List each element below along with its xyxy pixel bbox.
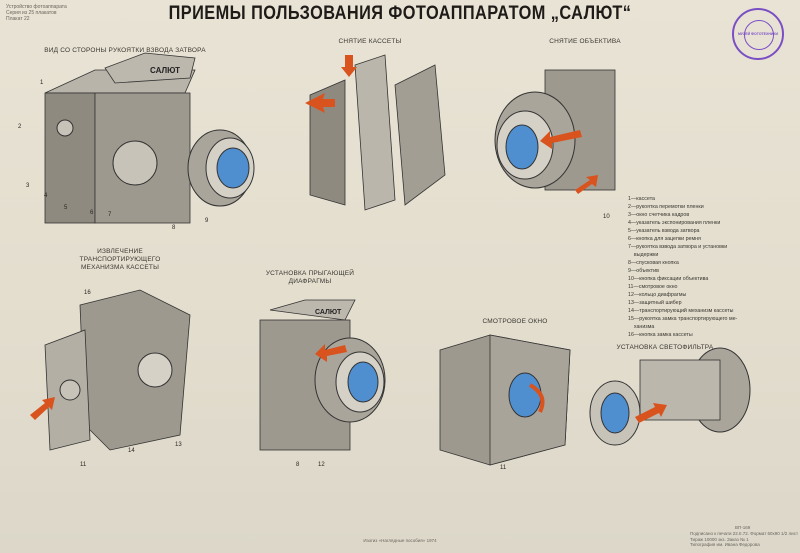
lens-removal-illustration [494,69,616,194]
museum-stamp: МУЗЕЙ ФОТОТЕХНИКИ [732,8,784,60]
callout-number: 13 [175,442,182,448]
legend-item: 2—рукоятка перемотки пленки [628,204,704,210]
legend-item: выдержки [628,252,659,258]
legend-item: 3—окно счетчика кадров [628,212,690,218]
legend-item: 12—кольцо диафрагмы [628,292,687,298]
series-line: Плакат 22 [6,16,30,22]
poster-title: ПРИЕМЫ ПОЛЬЗОВАНИЯ ФОТОАППАРАТОМ „САЛЮТ“ [168,3,632,24]
callout-number: 4 [44,193,48,199]
caption-view: ВИД СО СТОРОНЫ РУКОЯТКИ ВЗВОДА ЗАТВОРА [44,47,206,54]
callout-number: 10 [603,214,610,220]
imprint-line: Тираж 10000 экз. Заказ № 1 [690,536,749,542]
callout-number: 14 [128,448,135,454]
callout-number: 8 [172,225,176,231]
legend-item: 6—кнопка для зацепки ремня [628,236,701,242]
caption-filter: УСТАНОВКА СВЕТОФИЛЬТРА [616,344,714,351]
caption-jumping-diaphragm: УСТАНОВКА ПРЫГАЮЩЕЙ ДИАФРАГМЫ [265,270,355,285]
legend-item: 4—указатель экспонирования пленки [628,220,721,226]
brand-plate: САЛЮТ [315,309,342,316]
diaphragm-setup-illustration: САЛЮТ [259,299,386,451]
camera-side-view-illustration: САЛЮТ [44,52,255,224]
legend-item: 15—рукоятка замка транспортирующего ме- [628,316,738,322]
legend-item: 11—смотровое окно [628,284,678,290]
imprint: Подписано к печати 22.II.72. Формат 60х9… [690,531,798,548]
caption-remove-lens: СНЯТИЕ ОБЪЕКТИВА [549,38,621,45]
poster-code: ВП-169 [735,525,751,530]
legend-item: ханизма [628,324,655,330]
caption-remove-cassette: СНЯТИЕ КАССЕТЫ [338,38,402,45]
callout-number: 11 [80,462,87,468]
callout-number: 8 [296,462,300,468]
legend-item: 1—кассета [628,196,656,202]
callout-number: 3 [26,183,30,189]
callout-number: 11 [500,465,507,471]
imprint-line: Подписано к печати 22.II.72. Формат 60х9… [690,531,799,536]
callout-number: 2 [18,124,22,130]
filter-setup-illustration [589,347,751,446]
callout-number: 7 [108,212,112,218]
callout-number: 5 [64,205,68,211]
legend-item: 5—указатель взвода затвора [628,228,700,234]
imprint-line: Типография им. Ивана Федорова [690,542,760,547]
legend-item: 10—кнопка фиксации объектива [628,276,709,282]
caption-extract-mechanism: ИЗВЛЕЧЕНИЕ ТРАНСПОРТИРУЮЩЕГО МЕХАНИЗМА К… [79,248,161,271]
viewing-window-illustration [439,334,571,466]
legend-item: 8—спусковая кнопка [628,260,679,266]
series-line: Устройство фотоаппарата [6,4,67,10]
cassette-removal-illustration [305,54,446,211]
mechanism-extraction-illustration [30,289,191,451]
brand-plate: САЛЮТ [150,66,180,75]
series-info: Устройство фотоаппарата Серия из 25 плак… [6,4,67,22]
publisher-line: Изогиз «Наглядные пособия» 1974 [363,538,437,543]
callout-number: 9 [205,218,209,224]
legend-item: 14—транспортирующий механизм кассеты [628,308,734,314]
series-line: Серия из 25 плакатов [6,10,57,16]
legend-item: 7—рукоятка взвода затвора и установки [628,244,728,250]
parts-legend: 1—кассета 2—рукоятка перемотки пленки 3—… [628,195,788,339]
legend-item: 9—объектив [628,268,659,274]
legend-item: 13—защитный шибер [628,300,682,306]
callout-number: 16 [84,290,91,296]
legend-item: 16—кнопка замка кассеты [628,332,693,338]
caption-viewing-window: СМОТРОВОЕ ОКНО [482,318,548,325]
callout-number: 6 [90,210,94,216]
callout-number: 1 [40,80,44,86]
callout-number: 12 [318,462,325,468]
